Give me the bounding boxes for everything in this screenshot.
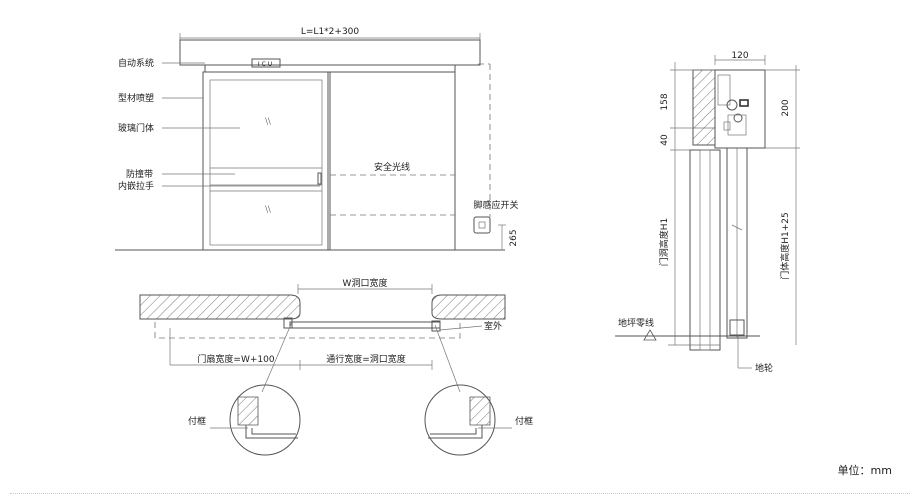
plan-view: W洞口宽度 室外 门扇宽度=W+100 通行宽度=洞口宽度 (139, 277, 533, 456)
frame-left-label: 付框 (188, 415, 206, 427)
left-frame-detail (229, 384, 301, 456)
door-leaf-plan (289, 321, 441, 329)
operator-box (714, 69, 766, 149)
frame-right-label: 付框 (515, 415, 533, 427)
right-wall (431, 294, 506, 320)
foot-switch-label: 脚感应开关 (473, 199, 518, 211)
dim-40: 40 (660, 134, 670, 146)
leaf-width-label: 门扇宽度=W+100 (197, 353, 274, 365)
unit-label: 单位：mm (838, 463, 892, 477)
front-elevation: L=L1*2+300 ICU ⧹⧹ ⧹⧹ 安全光线 脚感应开关 265 (115, 27, 519, 251)
safety-beam-label: 安全光线 (374, 161, 410, 173)
outdoor-label: 室外 (484, 320, 502, 332)
header-box (179, 39, 481, 66)
door-height-label: 门体高度H1+25 (779, 212, 791, 280)
left-door-frame (202, 71, 329, 251)
floor-zero-label: 地坪零线 (618, 317, 654, 329)
dim-200: 200 (781, 99, 791, 116)
recessed-handle (317, 172, 322, 185)
dim-158: 158 (660, 93, 670, 110)
right-frame-detail (424, 384, 496, 456)
icu-sign-text: ICU (258, 61, 274, 68)
overall-length-label: L=L1*2+300 (301, 27, 360, 37)
left-door-glass (209, 79, 323, 246)
left-wall (139, 294, 301, 320)
glass-door-label: 玻璃门体 (118, 122, 154, 134)
operator-housing (204, 64, 456, 73)
bumper-strip-label: 防撞带 (126, 168, 153, 180)
footer-rule (10, 493, 910, 494)
auto-system-label: 自动系统 (118, 57, 154, 69)
dim-width-120: 120 (731, 51, 748, 61)
section-view: 120 158 40 门洞高度H1 200 门体高度H1+25 (615, 51, 800, 374)
lintel-wall (692, 69, 716, 146)
profile-coating-label: 型材喷塑 (118, 92, 154, 104)
foot-switch (473, 216, 491, 234)
opening-width-label: W洞口宽度 (343, 277, 388, 289)
svg-text:⧹⧹: ⧹⧹ (265, 205, 271, 214)
floor-wheel-label: 地轮 (755, 362, 773, 374)
passage-width-label: 通行宽度=洞口宽度 (326, 353, 406, 365)
recessed-handle-label: 内嵌拉手 (118, 180, 154, 192)
switch-height-label: 265 (509, 229, 519, 246)
right-door-frame (329, 71, 456, 251)
opening-height-label: 门洞高度H1 (658, 218, 670, 267)
svg-text:⧹⧹: ⧹⧹ (265, 117, 271, 126)
icu-sign (251, 58, 281, 68)
